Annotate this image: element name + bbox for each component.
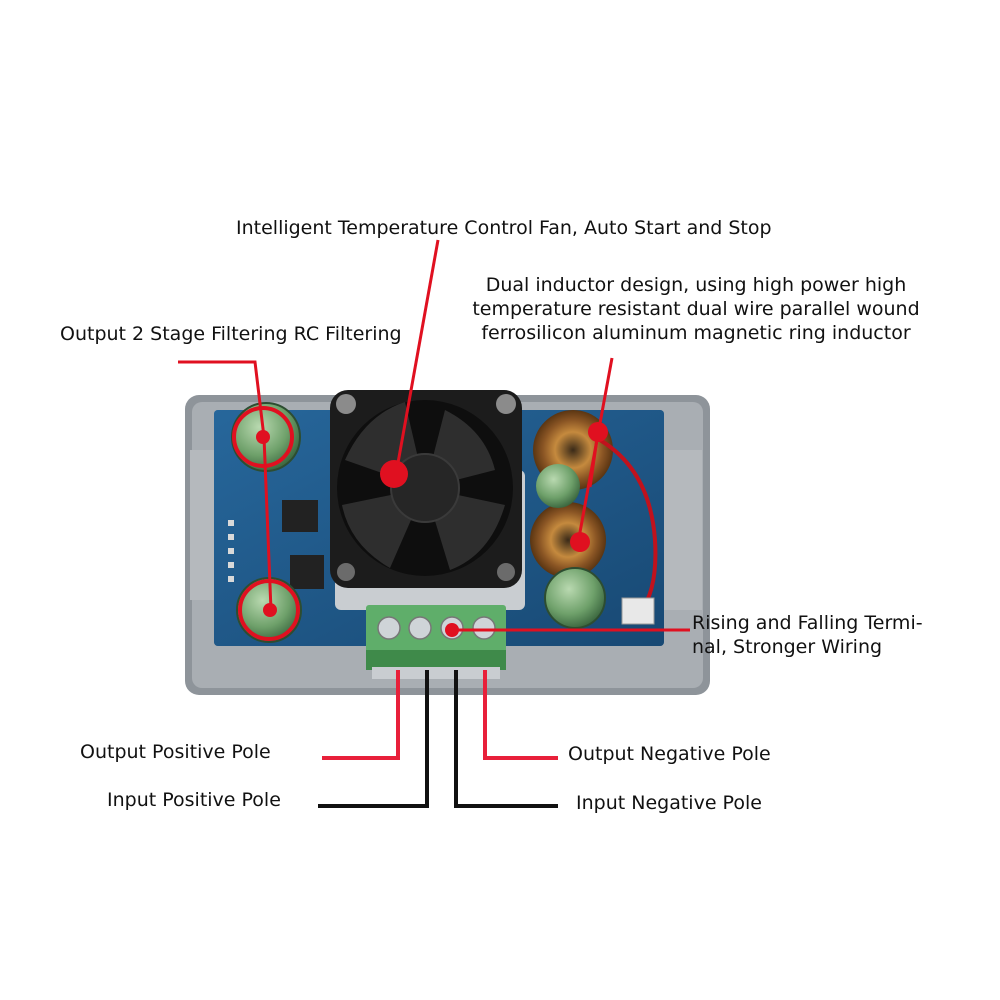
callout-terminal (445, 623, 690, 637)
wire-input-negative (454, 670, 558, 808)
label-input-positive: Input Positive Pole (107, 789, 281, 811)
wire-input-positive (318, 670, 429, 808)
label-terminal: Rising and Falling Termi- nal, Stronger … (692, 611, 923, 659)
casing-tab-right (664, 450, 702, 610)
fan-screw-tl (336, 394, 356, 414)
label-inductor: Dual inductor design, using high power h… (468, 273, 924, 345)
label-inductor-line-1: Dual inductor design, using high power h… (485, 274, 907, 296)
callout-inductor (570, 357, 614, 552)
label-output-negative: Output Negative Pole (568, 743, 771, 765)
label-terminal-line-1: Rising and Falling Termi- (692, 612, 923, 634)
fan-screw-tr (496, 394, 516, 414)
pcb-pins (228, 520, 234, 582)
label-fan: Intelligent Temperature Control Fan, Aut… (236, 217, 772, 239)
label-terminal-line-2: nal, Stronger Wiring (692, 636, 883, 658)
fan-screw-bl (337, 563, 355, 581)
terminal-holder (372, 667, 500, 679)
terminal-block-base (366, 650, 506, 670)
label-input-negative: Input Negative Pole (576, 792, 762, 814)
white-connector (621, 597, 655, 625)
red-lead-wire (598, 438, 658, 614)
label-output-positive: Output Positive Pole (80, 741, 271, 763)
fan-screw-br (497, 563, 515, 581)
label-inductor-line-3: ferrosilicon aluminum magnetic ring indu… (481, 322, 911, 344)
casing-tab-left (190, 450, 214, 600)
callout-rc-filter (178, 360, 300, 641)
label-rc-filter: Output 2 Stage Filtering RC Filtering (60, 323, 402, 345)
wire-output-positive (322, 670, 400, 760)
callout-fan (380, 239, 440, 488)
label-inductor-line-2: temperature resistant dual wire parallel… (472, 298, 920, 320)
capacitor-right-mid (536, 464, 580, 508)
ic-chip-top (282, 500, 318, 532)
capacitor-right-bottom (544, 567, 606, 629)
wire-output-negative (483, 670, 558, 760)
inductor-bottom (530, 502, 606, 578)
fan-hub (390, 453, 460, 523)
ic-chip-bottom (290, 555, 324, 589)
